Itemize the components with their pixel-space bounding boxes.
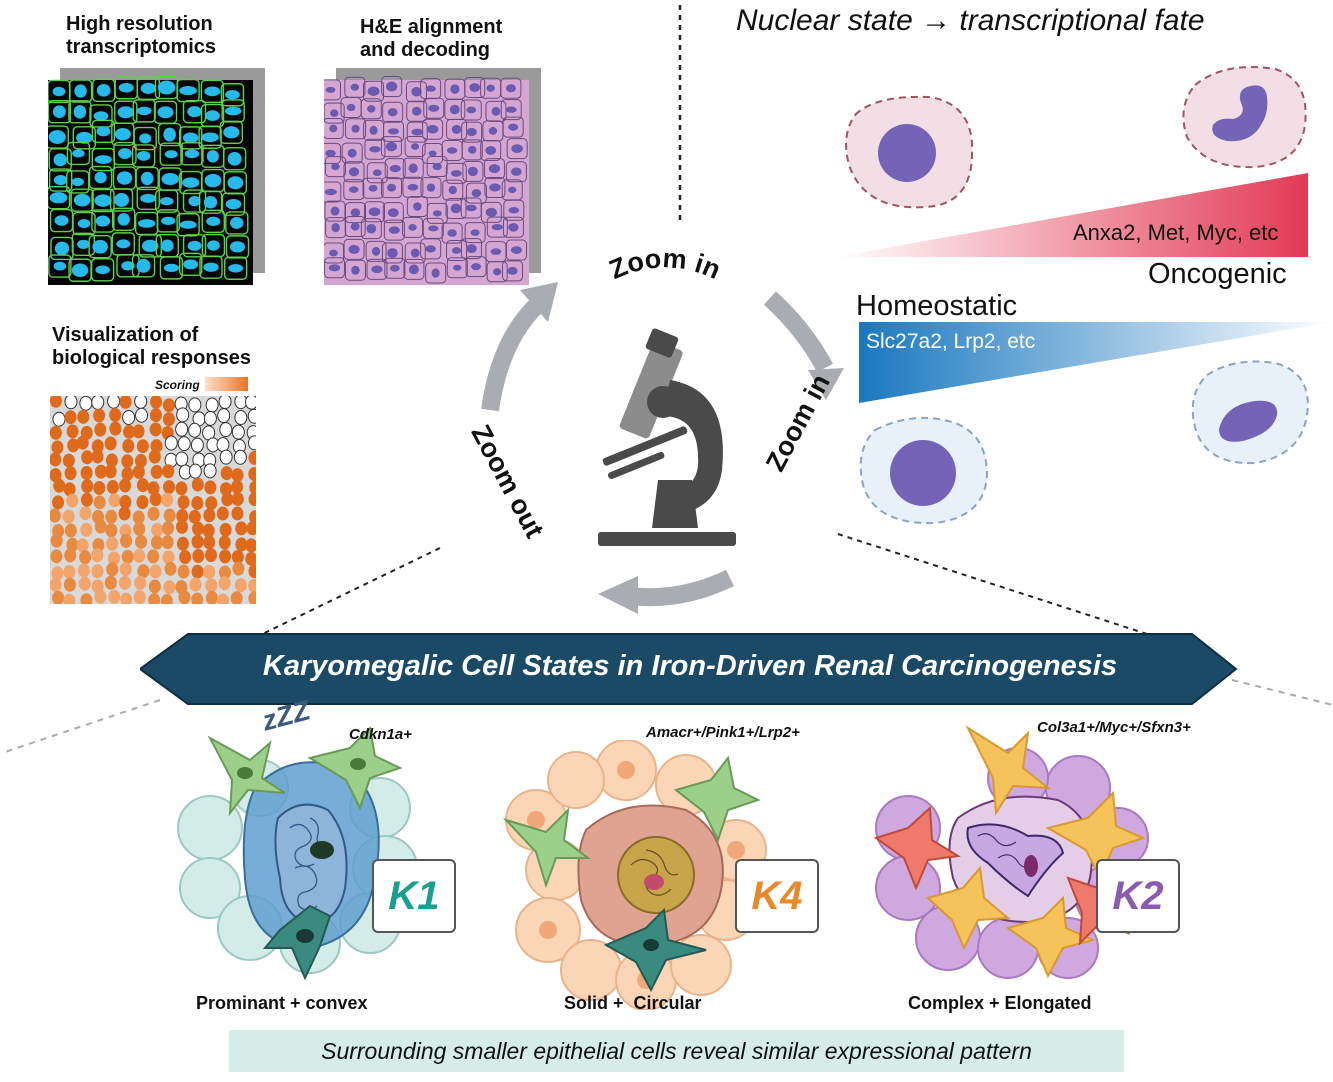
fate-diagram: [835, 66, 1333, 525]
homeostatic-label: Homeostatic: [856, 290, 1018, 322]
k1-code: K1: [388, 873, 440, 918]
k4-description: Solid + Circular: [564, 993, 702, 1013]
transcriptomics-image: [48, 68, 265, 285]
k4-code: K4: [751, 873, 803, 918]
arrow-left-up: [481, 297, 545, 412]
microscope-icon: [598, 328, 736, 546]
cell-elongated-nucleus: [1191, 360, 1309, 465]
k1-markers: Cdkn1a+: [349, 726, 412, 743]
scoring-legend-bar: [205, 377, 248, 391]
k2-description: Complex + Elongated: [908, 993, 1092, 1013]
arrow-head: [598, 576, 638, 614]
banner-title: Karyomegalic Cell States in Iron-Driven …: [262, 650, 1118, 682]
state-k4-illustration: [502, 740, 767, 1010]
state-k2-illustration: [873, 725, 1149, 979]
scored-cells: [50, 396, 256, 604]
zoom-in-top-label: Zoom in: [605, 243, 725, 285]
transcriptomics-title: High resolution transcriptomics: [66, 13, 217, 58]
k4-card: K4: [735, 859, 819, 933]
k2-code: K2: [1112, 873, 1164, 918]
arrow-head: [808, 368, 844, 400]
oncogenic-label: Oncogenic: [1148, 258, 1287, 290]
k2-card: K2: [1096, 859, 1180, 933]
k2-markers: Col3a1+/Myc+/Sfxn3+: [1037, 719, 1191, 736]
footer-note-box: Surrounding smaller epithelial cells rev…: [229, 1030, 1124, 1072]
scoring-image: [50, 396, 256, 604]
visualization-title: Visualization of biological responses: [52, 324, 251, 369]
segmented-cells: [48, 75, 250, 282]
arrow-right-down: [763, 291, 833, 373]
homeostatic-genes: Slc27a2, Lrp2, etc: [866, 330, 1036, 353]
fate-title: Nuclear state → transcriptional fate: [736, 4, 1205, 37]
cell-round-nucleus: [845, 95, 974, 209]
zoom-cycle: Zoom in: [481, 243, 844, 614]
arrow-head: [520, 282, 558, 322]
state-k1-illustration: [177, 725, 418, 981]
k1-description: Prominant + convex: [196, 993, 368, 1013]
cell-round-nucleus-homeostatic: [859, 416, 989, 525]
oncogenic-gradient: [835, 173, 1308, 257]
he-cells: [324, 76, 528, 284]
arrow-bottom-left: [628, 569, 734, 607]
scoring-legend-label: Scoring: [155, 378, 200, 392]
k1-card: K1: [372, 859, 456, 933]
cell-irregular-nucleus: [1182, 66, 1307, 169]
oncogenic-genes: Anxa2, Met, Myc, etc: [1073, 220, 1279, 245]
he-image: [324, 68, 541, 285]
banner-shape: [140, 633, 1238, 705]
homeostatic-gradient: [859, 322, 1333, 403]
footer-note: Surrounding smaller epithelial cells rev…: [321, 1037, 1032, 1064]
k4-markers: Amacr+/Pink1+/Lrp2+: [646, 724, 800, 741]
he-title: H&E alignment and decoding: [360, 16, 503, 61]
